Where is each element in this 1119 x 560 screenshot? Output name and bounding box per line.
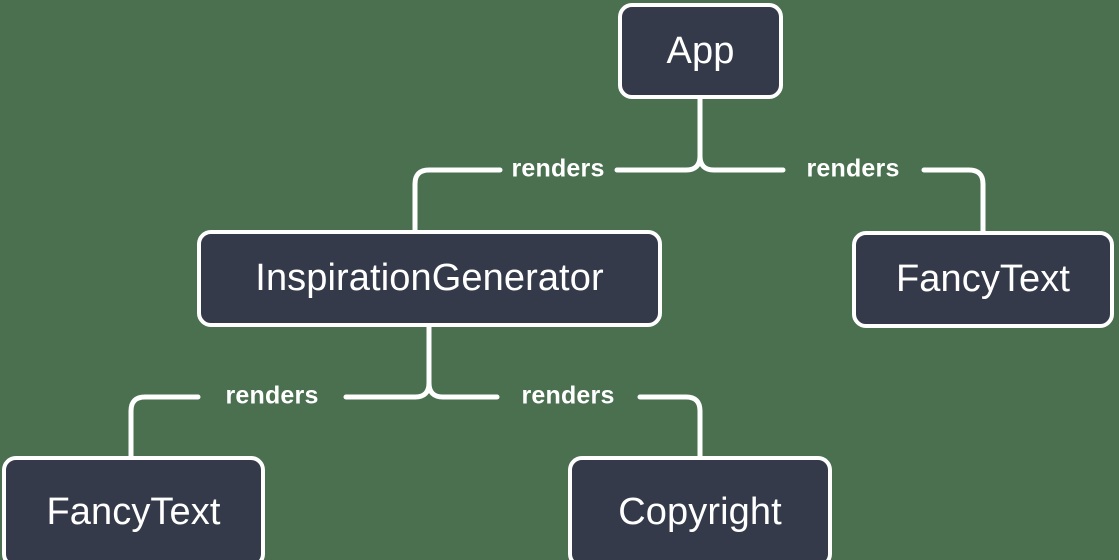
node-fancytext-bottom-label: FancyText — [46, 490, 221, 533]
node-inspiration-generator[interactable]: InspirationGenerator — [197, 230, 662, 327]
node-app[interactable]: App — [618, 3, 783, 99]
node-inspiration-generator-label: InspirationGenerator — [255, 257, 604, 299]
edge-app-to-inspiration-right — [412, 167, 503, 233]
edge-label-inspiration-to-copyright: renders — [521, 381, 615, 410]
node-fancytext-right-label: FancyText — [895, 258, 1071, 300]
node-app-label: App — [666, 29, 735, 72]
edge-app-to-fancytext-right — [921, 167, 986, 234]
edge-label-app-to-fancytext-right: renders — [806, 154, 900, 183]
node-copyright[interactable]: Copyright — [568, 456, 832, 560]
node-fancytext-right[interactable]: FancyText — [852, 231, 1114, 328]
node-copyright-label: Copyright — [618, 490, 782, 533]
edge-app-stem-right — [697, 153, 717, 173]
edge-inspiration-stem-right — [426, 380, 446, 400]
edge-inspiration-stem — [412, 324, 432, 400]
edge-label-app-to-inspiration: renders — [511, 154, 605, 183]
node-fancytext-bottom[interactable]: FancyText — [2, 456, 265, 560]
edge-inspiration-to-copyright-right — [637, 394, 703, 459]
edge-label-inspiration-to-fancytext: renders — [225, 381, 319, 410]
edge-inspiration-to-fancytext-right — [128, 394, 201, 459]
edge-app-stem — [683, 96, 703, 173]
